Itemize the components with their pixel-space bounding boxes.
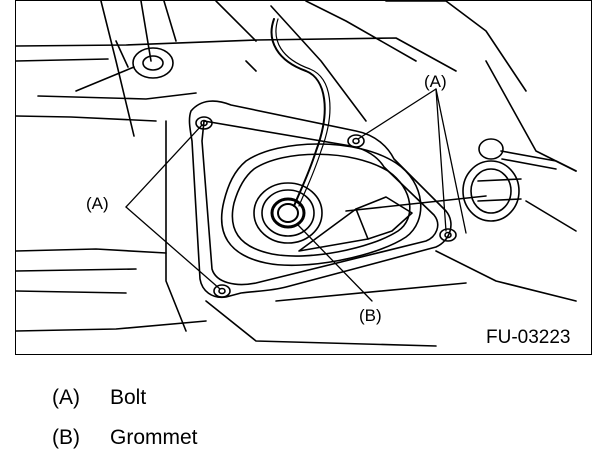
fuel-pump-access-diagram: (A) (A) (B) FU-03223 — [16, 1, 577, 348]
bolt-a-4 — [213, 284, 231, 298]
callout-b: (B) — [359, 306, 382, 325]
side-connector — [462, 138, 577, 222]
callout-a-left: (A) — [86, 194, 109, 213]
legend: (A) Bolt (B) Grommet — [52, 378, 592, 458]
body-panel-lines — [16, 1, 577, 347]
leader-lines — [125, 88, 467, 302]
legend-key: (B) — [52, 426, 80, 449]
diagram-frame: (A) (A) (B) FU-03223 — [15, 0, 592, 355]
bolt-a-2 — [347, 134, 365, 148]
bolt-a-1 — [195, 116, 213, 130]
cover-plate-outer — [188, 100, 452, 299]
wire-harness — [270, 18, 326, 207]
bolt-a-3 — [439, 228, 457, 242]
figure-code: FU-03223 — [486, 327, 571, 348]
callout-a-top: (A) — [424, 72, 447, 91]
legend-item: (A) Bolt — [52, 378, 592, 418]
legend-text: Grommet — [110, 426, 198, 449]
legend-key: (A) — [52, 386, 80, 409]
grommet-b — [253, 182, 323, 244]
legend-item: (B) Grommet — [52, 418, 592, 458]
upper-grommet — [75, 47, 174, 92]
legend-text: Bolt — [110, 386, 147, 409]
sealing-ring — [220, 143, 422, 267]
